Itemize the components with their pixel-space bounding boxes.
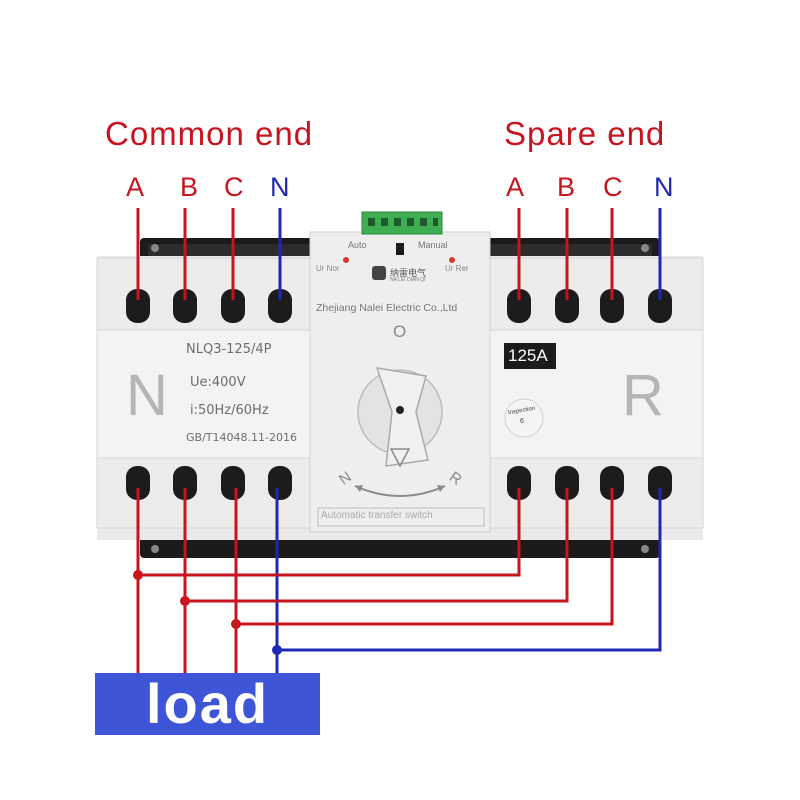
common-phase-n-label: N <box>270 172 290 202</box>
side-letter-r: R <box>622 363 664 428</box>
common-phase-a-label: A <box>126 172 145 202</box>
common-phase-c-label: C <box>224 172 244 202</box>
common-end-heading: Common end <box>105 115 314 152</box>
rotary-handle <box>375 367 429 467</box>
brand-cn: 纳雷电气 <box>390 268 427 278</box>
manufacturer-label: Zhejiang Nalei Electric Co.,Ltd <box>316 302 458 314</box>
brand-en: NA LEI DIAN QI <box>390 277 426 283</box>
model-label: NLQ3-125/4P <box>186 342 272 357</box>
voltage-label: Ue:400V <box>190 375 246 390</box>
spare-phase-n-label: N <box>654 172 674 202</box>
rating-label: 125A <box>508 346 548 365</box>
mode-manual-label: Manual <box>418 240 448 250</box>
switch-off-label: O <box>393 322 407 341</box>
inspection-number: 6 <box>520 418 524 425</box>
standard-label: GB/T14048.11-2016 <box>186 431 297 444</box>
indicator-right-label: Ur Rer <box>445 264 469 273</box>
rating-box <box>504 343 556 369</box>
spare-phase-b-label: B <box>557 172 576 202</box>
mode-auto-label: Auto <box>348 240 367 250</box>
spare-end-heading: Spare end <box>504 115 666 152</box>
load-label: load <box>95 673 320 735</box>
spare-phase-c-label: C <box>603 172 623 202</box>
spare-phase-a-label: A <box>506 172 525 202</box>
frequency-label: i:50Hz/60Hz <box>190 403 269 418</box>
common-phase-b-label: B <box>180 172 199 202</box>
signal-terminal-block <box>361 211 443 235</box>
side-letter-n: N <box>126 363 168 428</box>
indicator-left-label: Ur Nor <box>316 264 340 273</box>
footer-label: Automatic transfer switch <box>321 510 433 521</box>
